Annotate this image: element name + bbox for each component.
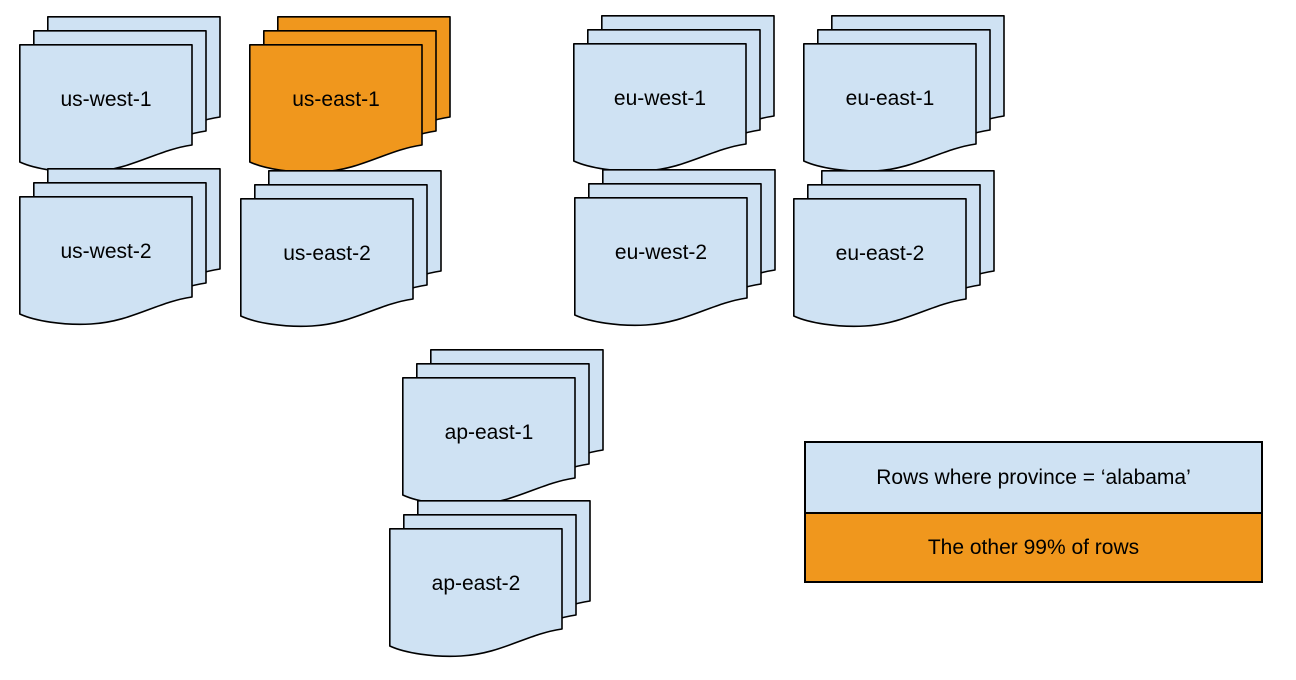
document-stack-icon (240, 170, 442, 328)
region-stack-eu-west-1: eu-west-1 (573, 15, 775, 173)
document-stack-icon (573, 15, 775, 173)
region-stack-eu-west-2: eu-west-2 (574, 169, 776, 327)
document-stack-icon (19, 16, 221, 174)
region-stack-ap-east-1: ap-east-1 (402, 349, 604, 507)
region-stack-us-east-1: us-east-1 (249, 16, 451, 174)
region-stack-eu-east-2: eu-east-2 (793, 170, 995, 328)
region-stack-us-west-1: us-west-1 (19, 16, 221, 174)
legend: Rows where province = ‘alabama’ The othe… (804, 441, 1263, 583)
document-stack-icon (19, 168, 221, 326)
document-stack-icon (574, 169, 776, 327)
document-stack-icon (793, 170, 995, 328)
region-stack-eu-east-1: eu-east-1 (803, 15, 1005, 173)
document-stack-icon (389, 500, 591, 658)
region-stack-us-west-2: us-west-2 (19, 168, 221, 326)
document-stack-icon (249, 16, 451, 174)
region-stack-ap-east-2: ap-east-2 (389, 500, 591, 658)
region-stack-us-east-2: us-east-2 (240, 170, 442, 328)
document-stack-icon (803, 15, 1005, 173)
document-stack-icon (402, 349, 604, 507)
legend-item-highlighted-rows: Rows where province = ‘alabama’ (806, 443, 1261, 512)
legend-item-other-rows: The other 99% of rows (806, 512, 1261, 581)
